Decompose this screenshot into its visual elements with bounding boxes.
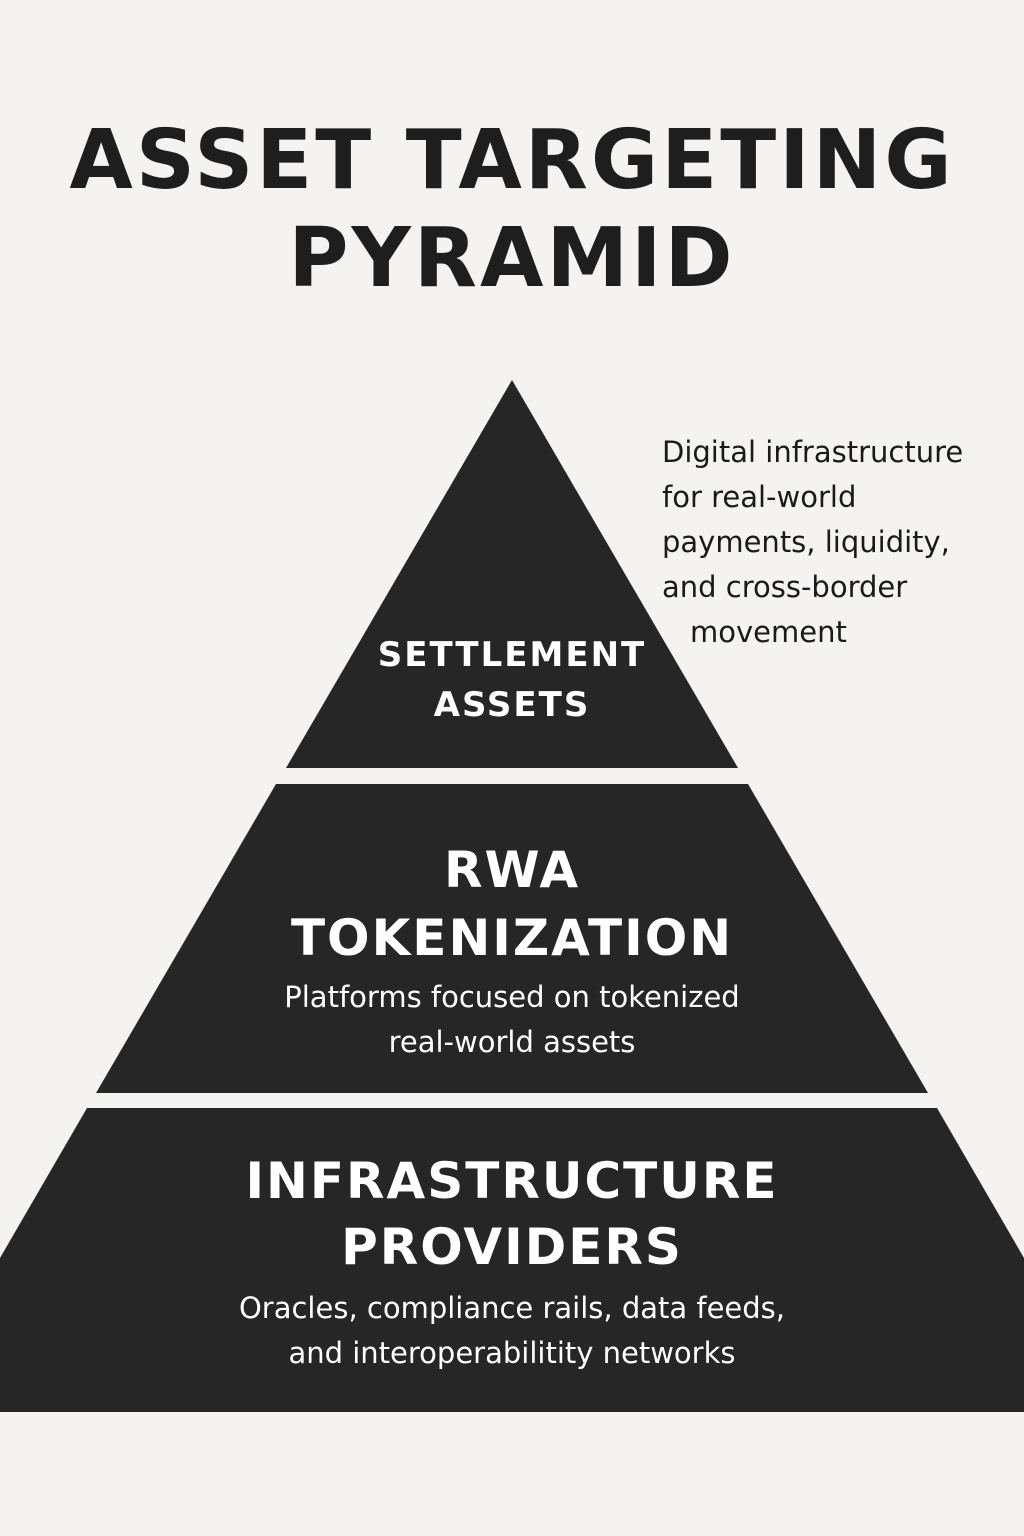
page-title: ASSET TARGETING PYRAMID [0, 112, 1024, 308]
note-line-2: for real-world [662, 480, 857, 514]
tier-bottom-description: Oracles, compliance rails, data feeds, a… [162, 1286, 862, 1376]
tier-bottom-label-line-1: INFRASTRUCTURE [245, 1152, 779, 1210]
note-line-3: payments, liquidity, [662, 525, 950, 559]
tier-middle-label: RWA TOKENIZATION [262, 836, 762, 972]
tier-middle-desc-line-2: real-world assets [388, 1025, 636, 1059]
note-line-4: and cross-border [662, 570, 908, 604]
tier-top-label: SETTLEMENT ASSETS [362, 630, 662, 730]
tier-bottom-desc-line-1: Oracles, compliance rails, data feeds, [238, 1291, 786, 1325]
tier-middle-shape [96, 784, 928, 1093]
title-line-2: PYRAMID [288, 211, 736, 306]
tier-top-note: Digital infrastructure for real-world pa… [662, 430, 1012, 655]
tier-middle-label-line-2: TOKENIZATION [290, 909, 734, 967]
note-line-5: movement [690, 615, 847, 649]
note-line-1: Digital infrastructure [662, 435, 964, 469]
tier-bottom-label: INFRASTRUCTURE PROVIDERS [162, 1148, 862, 1280]
title-line-1: ASSET TARGETING [69, 113, 955, 208]
tier-middle-description: Platforms focused on tokenized real-worl… [212, 975, 812, 1065]
tier-bottom-desc-line-2: and interoperabilitity networks [288, 1336, 736, 1370]
tier-top-label-line-2: ASSETS [433, 685, 591, 725]
tier-middle-desc-line-1: Platforms focused on tokenized [284, 980, 740, 1014]
tier-top-shape [286, 380, 738, 768]
tier-bottom-shape [0, 1108, 1024, 1412]
tier-middle-label-line-1: RWA [443, 841, 581, 899]
tier-bottom-label-line-2: PROVIDERS [341, 1218, 683, 1276]
tier-top-label-line-1: SETTLEMENT [377, 635, 647, 675]
